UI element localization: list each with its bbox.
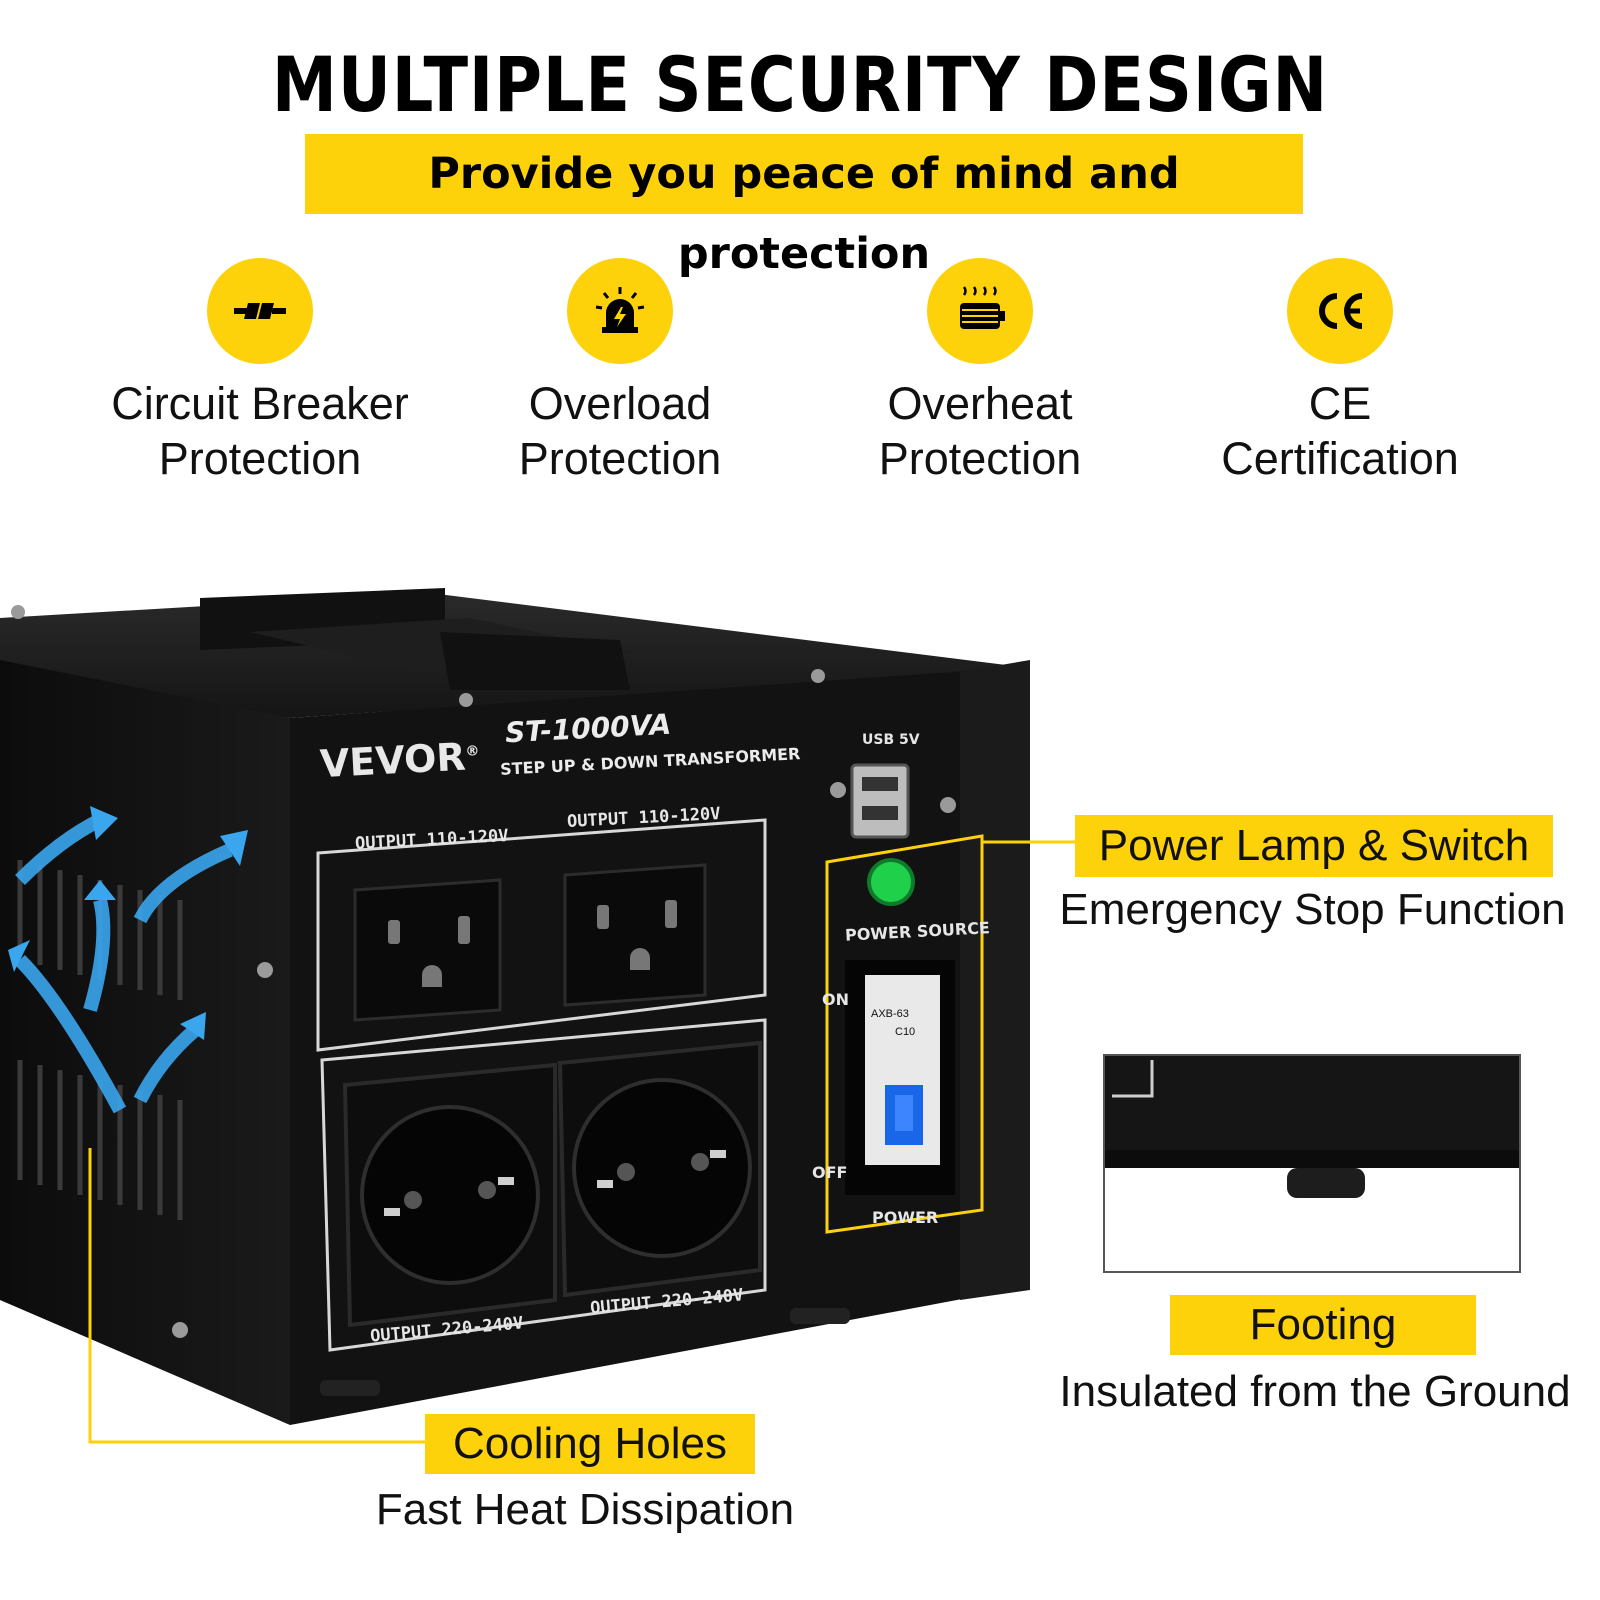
page-subtitle: Provide you peace of mind and protection [428,149,1180,279]
usb-label: USB 5V [862,732,920,748]
registered-mark: ® [464,743,480,760]
outlet-220v-right [557,1040,762,1298]
feature-label-line2: Certification [1221,433,1459,484]
page-title: MULTIPLE SECURITY DESIGN [271,40,1329,129]
brand-logo: VEVOR® [318,734,481,787]
switch-off-label: OFF [812,1163,848,1182]
airflow-arrows [15,813,233,1114]
device-feet [320,1308,850,1396]
device-right-bracket [960,660,1030,1300]
circuit-breaker-icon [234,303,286,319]
carry-handle [200,588,630,690]
breaker-rating-label: C10 [895,1026,916,1038]
feature-label-line2: Protection [158,433,362,484]
feature-icon-badge [1287,258,1393,364]
outlet-220v-left [342,1062,557,1328]
callout-lines [88,834,1075,1444]
feature-circuit-breaker: Circuit Breaker Protection [70,258,450,486]
feature-icon-badge [567,258,673,364]
power-lamp [867,858,915,906]
outlet-110v-right [563,863,707,1007]
feature-icon-badge [927,258,1033,364]
callout-power-subtitle: Emergency Stop Function [1059,885,1566,934]
frame-110v [316,818,767,1052]
callout-cooling-subtitle: Fast Heat Dissipation [375,1485,795,1534]
switch-on-label: ON [822,990,849,1009]
breaker-model-label: AXB-63 [871,1008,909,1020]
feature-label-line2: Protection [518,433,722,484]
callout-cooling-title: Cooling Holes [425,1414,755,1474]
feature-icon-badge [207,258,313,364]
feature-label-line1: Circuit Breaker [111,378,409,429]
overload-alarm-icon [595,287,645,333]
ce-mark-icon [1319,293,1363,329]
callout-power-title: Power Lamp & Switch [1075,815,1553,877]
outlet-110v-left [353,878,502,1022]
panel-screws [11,605,956,1338]
airflow-arrowheads [8,806,248,1040]
subtitle-banner [305,134,1303,214]
frame-220v [320,1018,767,1352]
feature-label-line1: CE [1308,378,1372,429]
overheat-icon [960,286,1005,329]
device-side-panel [0,660,290,1425]
feature-label-line1: Overheat [887,378,1073,429]
usb-port [850,763,910,839]
callout-footing-subtitle: Insulated from the Ground [1059,1367,1571,1416]
feature-label-line1: Overload [528,378,712,429]
footing-inset-photo [1103,1054,1521,1273]
breaker-switch [845,960,955,1195]
callout-footing-title: Footing [1170,1295,1476,1355]
feature-ce: CE Certification [1150,258,1530,486]
feature-overload: Overload Protection [430,258,810,486]
power-label: POWER [872,1208,939,1227]
feature-label-line2: Protection [878,433,1082,484]
feature-overheat: Overheat Protection [790,258,1170,486]
brand-logo-text: VEVOR [318,734,467,787]
